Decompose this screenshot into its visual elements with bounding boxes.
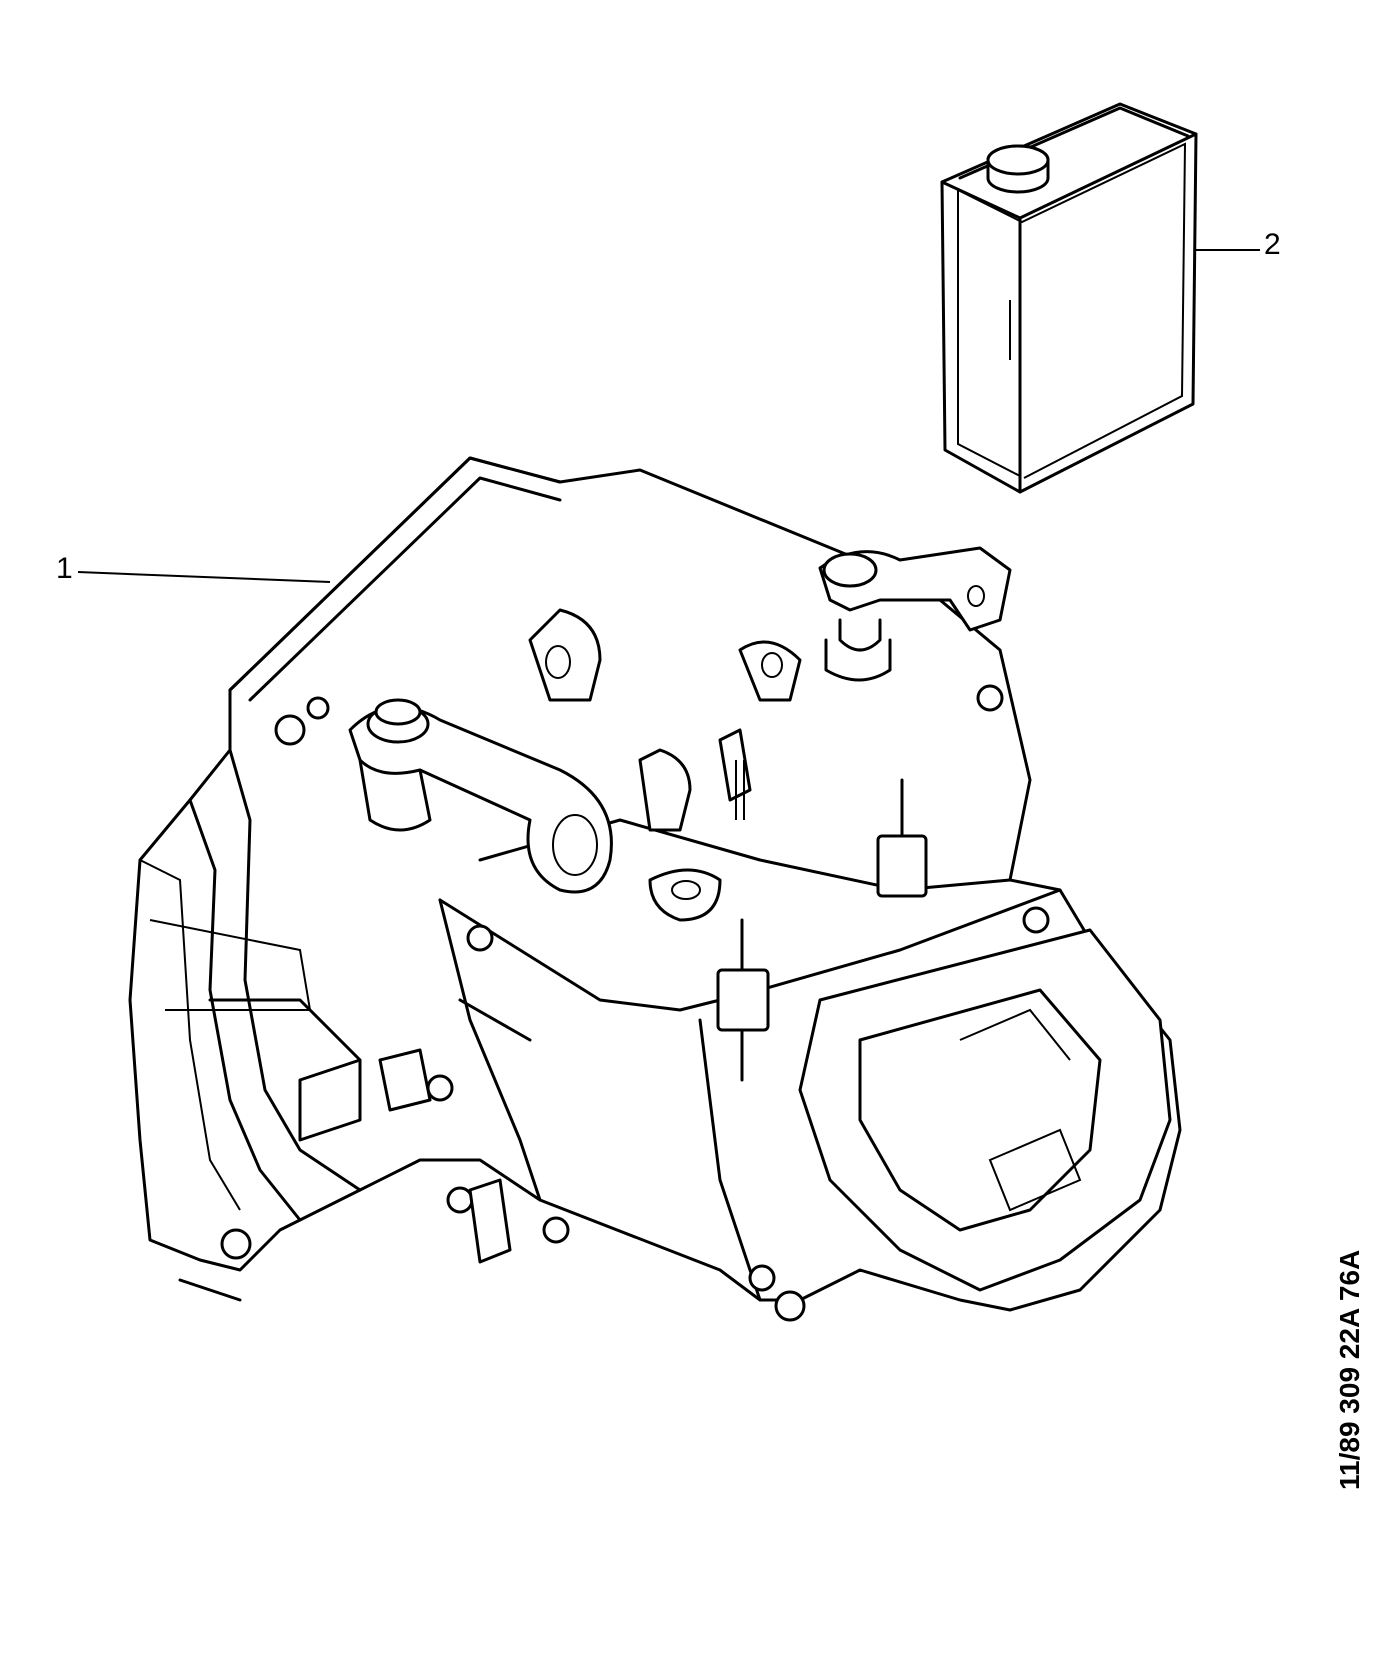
gearbox-illustration (128, 456, 1182, 1322)
callout-1-label: 1 (56, 552, 73, 585)
callout-2: 2 (1196, 228, 1281, 261)
callout-1: 1 (56, 552, 331, 585)
drawing-reference-code: 11/89 309 22A 76A (1334, 1249, 1365, 1490)
callout-2-label: 2 (1264, 228, 1281, 261)
oil-can-illustration (940, 102, 1198, 494)
